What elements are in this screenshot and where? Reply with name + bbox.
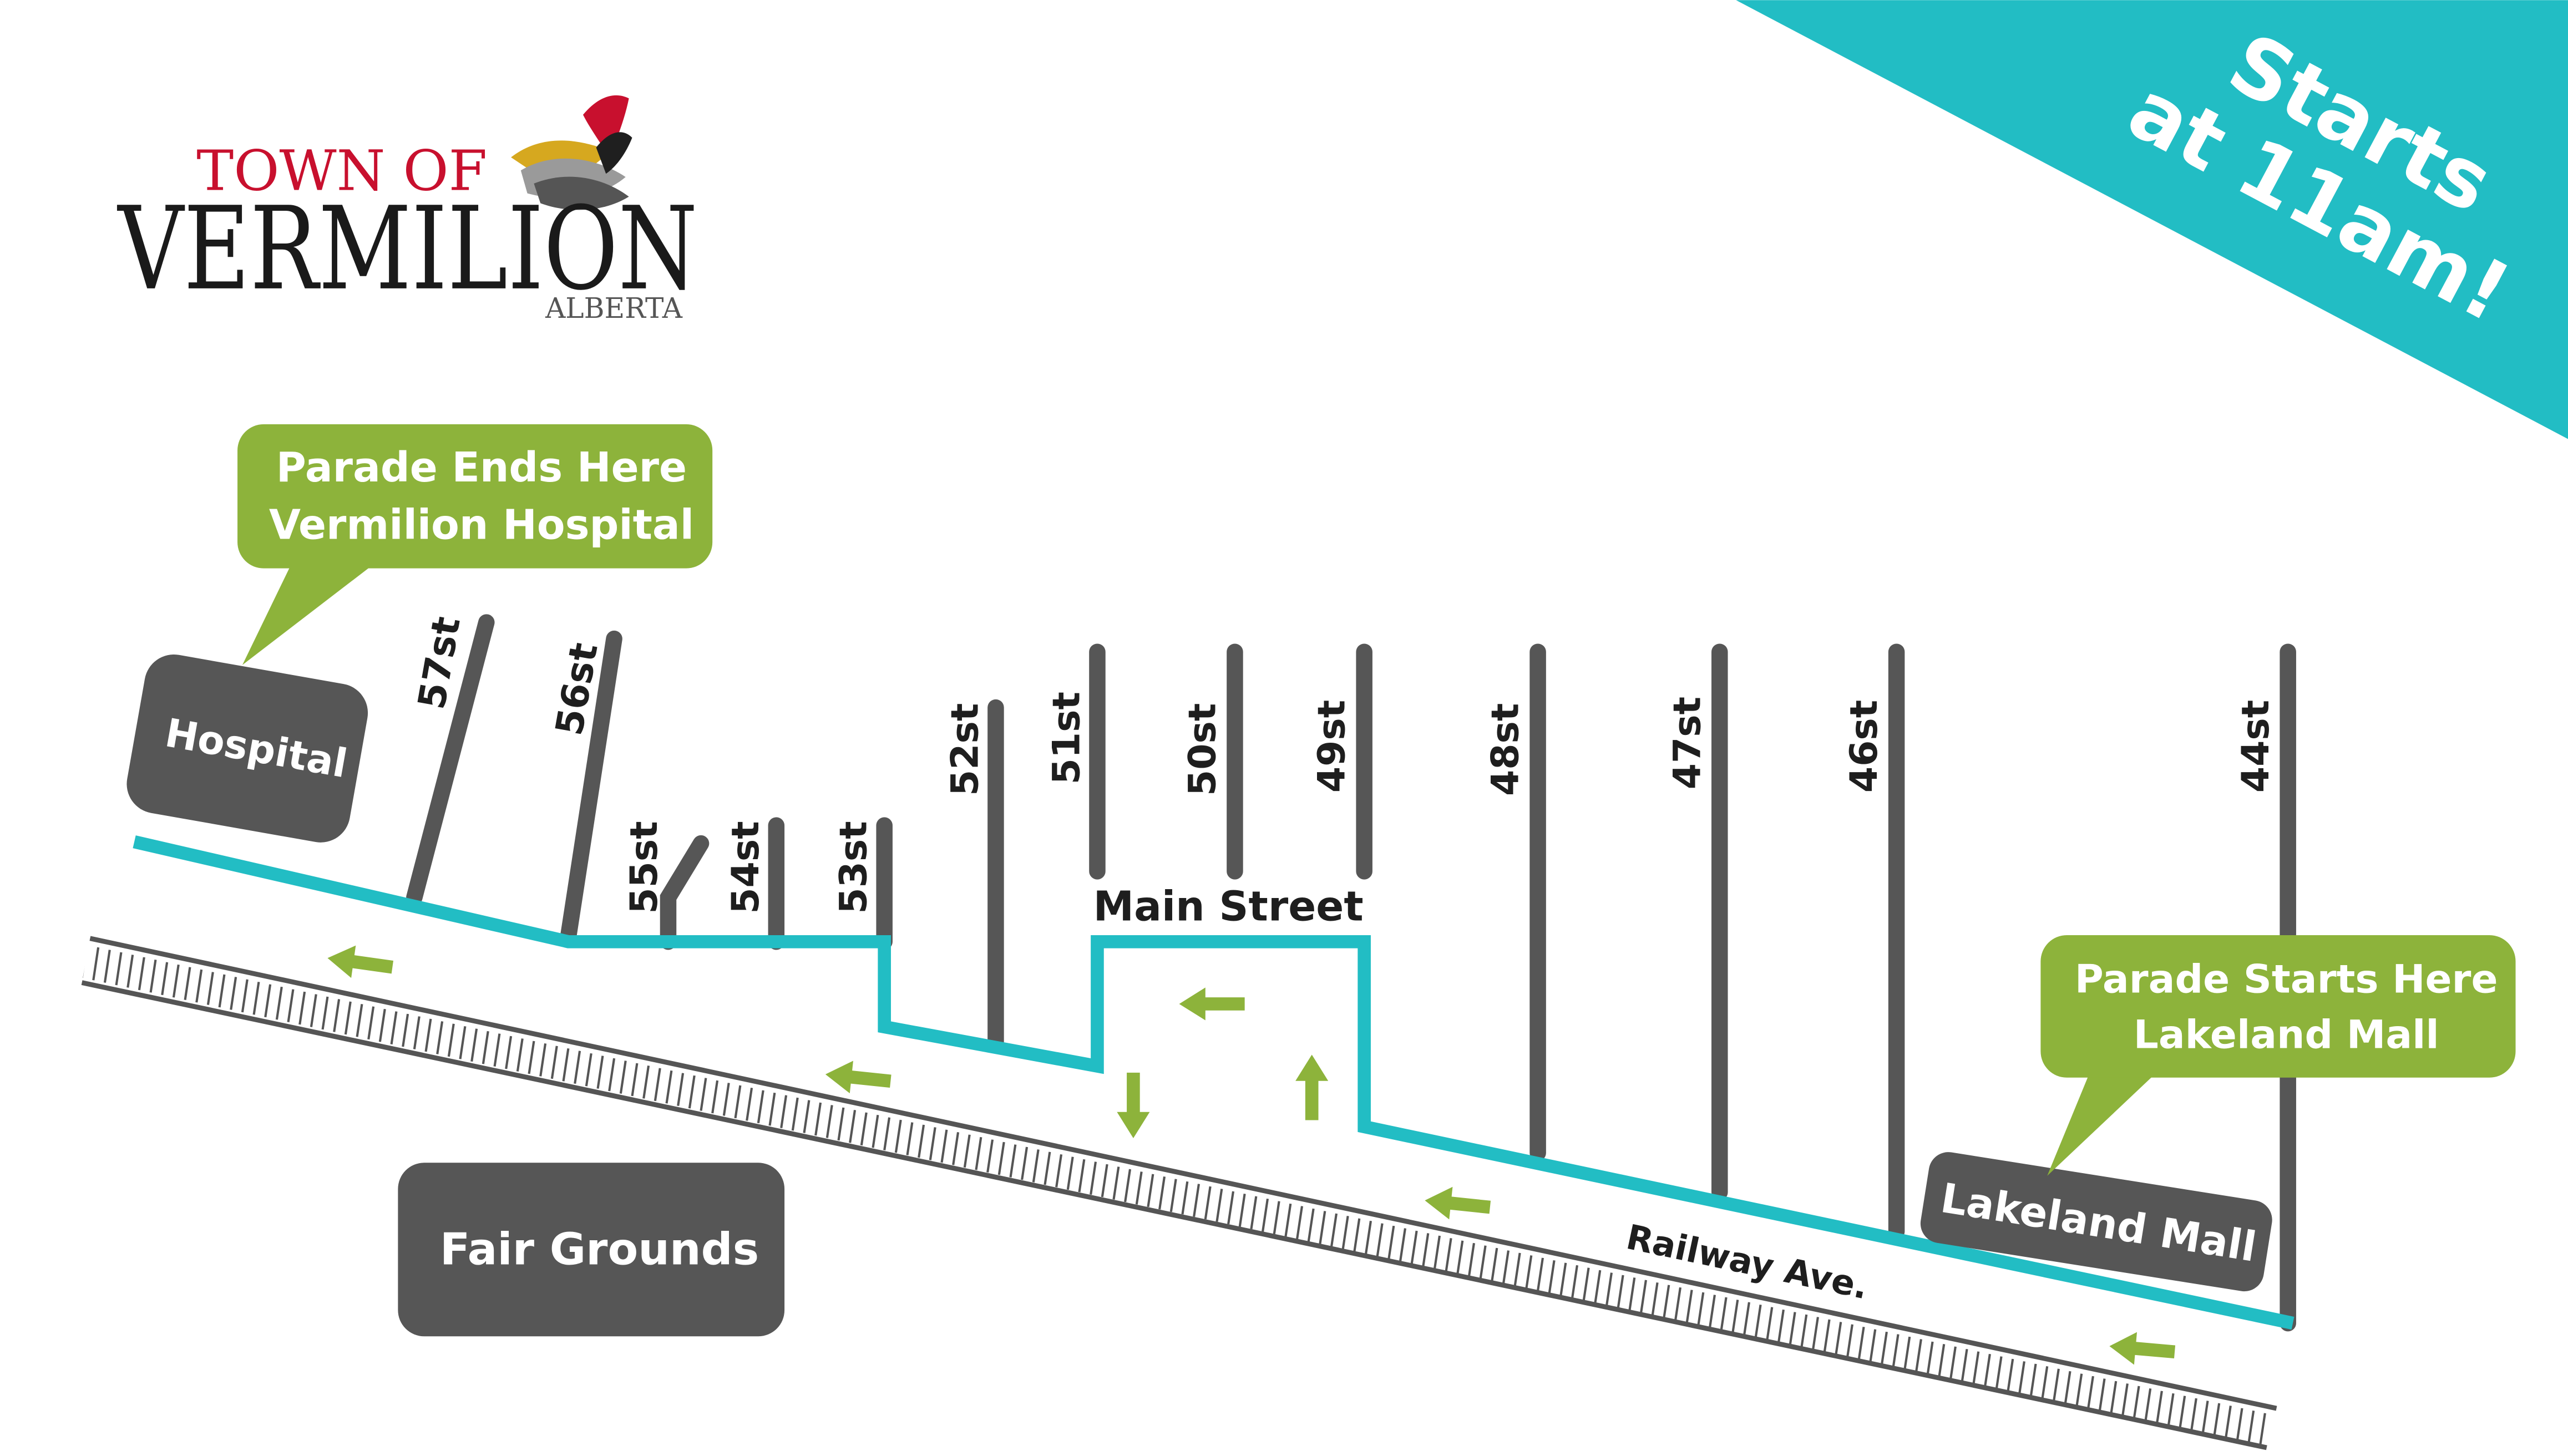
label-52st: 52st bbox=[943, 703, 987, 796]
label-55st: 55st bbox=[622, 821, 666, 914]
label-51st: 51st bbox=[1045, 692, 1088, 784]
hospital-place: Hospital bbox=[126, 654, 368, 843]
parade-end-callout: Parade Ends Here Vermilion Hospital bbox=[237, 424, 713, 665]
arrow-up-icon bbox=[1295, 1054, 1329, 1120]
arrow-left-icon bbox=[325, 942, 395, 983]
arrow-left-icon bbox=[823, 1058, 893, 1098]
label-46st: 46st bbox=[1842, 700, 1886, 793]
streets bbox=[406, 614, 2296, 1332]
arrow-left-icon bbox=[1423, 1184, 1492, 1224]
label-main-street: Main Street bbox=[1093, 882, 1364, 930]
street-57st bbox=[406, 614, 495, 906]
arrow-down-icon bbox=[1117, 1072, 1150, 1139]
flag-emblem-icon bbox=[511, 95, 632, 210]
parade-start-callout: Parade Starts Here Lakeland Mall bbox=[2040, 935, 2516, 1176]
fair-grounds-place: Fair Grounds bbox=[398, 1163, 785, 1337]
street-55st bbox=[660, 835, 710, 950]
logo-line2: VERMILION bbox=[117, 182, 697, 316]
town-logo: TOWN OF VERMILION ALBERTA bbox=[117, 95, 698, 324]
label-47st: 47st bbox=[1665, 697, 1709, 789]
label-53st: 53st bbox=[832, 821, 876, 914]
label-44st: 44st bbox=[2234, 700, 2278, 793]
start-callout-line1: Parade Starts Here bbox=[2075, 956, 2498, 1002]
end-callout-line1: Parade Ends Here bbox=[276, 444, 687, 491]
logo-line1: TOWN OF bbox=[196, 139, 487, 204]
label-49st: 49st bbox=[1310, 700, 1354, 793]
street-labels: 57st 56st 55st 54st 53st 52st 51st 50st … bbox=[410, 613, 2278, 1307]
start-callout-line2: Lakeland Mall bbox=[2134, 1012, 2439, 1058]
street-56st bbox=[560, 630, 622, 945]
end-callout-line2: Vermilion Hospital bbox=[269, 501, 694, 549]
arrow-left-icon bbox=[1179, 987, 1245, 1021]
start-time-banner: Starts at 11am! bbox=[1736, 0, 2568, 439]
label-50st: 50st bbox=[1181, 703, 1225, 796]
parade-route bbox=[133, 835, 2295, 1330]
arrow-left-icon bbox=[2108, 1330, 2176, 1368]
railway-track bbox=[81, 936, 2277, 1450]
logo-line3: ALBERTA bbox=[545, 292, 683, 324]
lakeland-mall-place: Lakeland Mall bbox=[1920, 1152, 2272, 1292]
label-48st: 48st bbox=[1484, 703, 1528, 796]
label-54st: 54st bbox=[724, 821, 768, 914]
fair-grounds-label: Fair Grounds bbox=[440, 1223, 759, 1275]
